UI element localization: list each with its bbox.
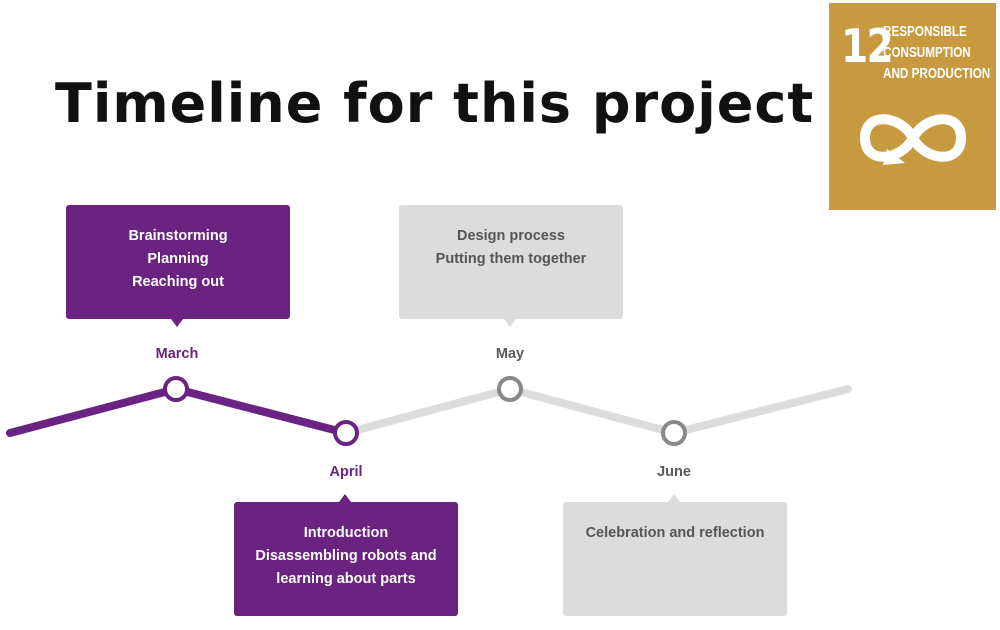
milestone-item: learning about parts (276, 571, 416, 587)
timeline-segment-done (172, 385, 350, 437)
milestone-card-june: Celebration and reflection (563, 494, 787, 616)
milestone-label-april: April (329, 464, 363, 480)
milestone-marker-march (163, 376, 189, 402)
card-pointer (339, 494, 351, 502)
milestone-label-may: May (495, 346, 525, 362)
milestone-item: Disassembling robots and (255, 548, 437, 564)
milestone-label-march: March (155, 346, 199, 362)
milestone-item: Reaching out (132, 274, 224, 290)
milestone-marker-april (333, 420, 359, 446)
milestone-item: Brainstorming (128, 228, 228, 244)
sdg-12-badge: 12 RESPONSIBLE CONSUMPTION AND PRODUCTIO… (829, 3, 996, 210)
milestone-card-march: Brainstorming Planning Reaching out (66, 205, 290, 327)
milestone-item: Planning (147, 251, 209, 267)
card-pointer (668, 494, 680, 502)
card-pointer (171, 319, 183, 327)
milestone-marker-may (497, 376, 523, 402)
sdg-label-line: CONSUMPTION (883, 44, 971, 61)
milestone-item: Introduction (303, 525, 389, 541)
milestone-label-june: June (657, 464, 691, 480)
sdg-label: RESPONSIBLE CONSUMPTION AND PRODUCTION (883, 21, 990, 84)
milestone-item: Celebration and reflection (585, 525, 765, 541)
page-title: Timeline for this project (55, 72, 815, 135)
timeline-segment-pending (506, 385, 678, 437)
infinity-icon (860, 114, 966, 165)
milestone-item: Design process (457, 228, 565, 244)
sdg-number: 12 (841, 19, 894, 73)
sdg-label-line: AND PRODUCTION (883, 65, 991, 82)
timeline-segment-pending (670, 385, 852, 437)
timeline-segment-done (6, 385, 180, 437)
timeline-segment-pending (342, 385, 514, 437)
card-pointer (504, 319, 516, 327)
milestone-card-may: Design process Putting them together (399, 205, 623, 327)
milestone-card-april: Introduction Disassembling robots and le… (234, 494, 458, 616)
milestone-marker-june (661, 420, 687, 446)
sdg-label-line: RESPONSIBLE (883, 23, 967, 40)
milestone-item: Putting them together (435, 251, 587, 267)
